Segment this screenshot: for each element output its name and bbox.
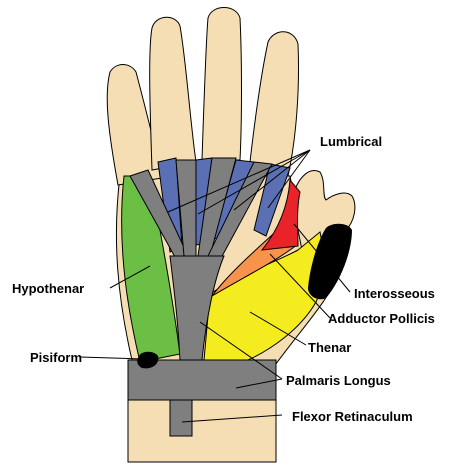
flexor-retinaculum-band bbox=[127, 359, 277, 401]
palmar-tendons bbox=[129, 157, 273, 437]
label-flexor-retinaculum: Flexor Retinaculum bbox=[292, 409, 413, 424]
label-pisiform: Pisiform bbox=[30, 350, 82, 365]
label-adductor-pollicis: Adductor Pollicis bbox=[328, 311, 435, 326]
thumb-nail bbox=[308, 223, 352, 300]
lumbrical-muscles bbox=[157, 157, 291, 253]
middle-finger bbox=[201, 7, 242, 161]
interosseous-muscle bbox=[260, 178, 301, 251]
label-lumbrical: Lumbrical bbox=[320, 134, 382, 149]
leader-lines bbox=[79, 149, 351, 423]
label-palmaris-longus: Palmaris Longus bbox=[286, 373, 391, 388]
pisiform-bone bbox=[137, 351, 159, 369]
label-thenar: Thenar bbox=[308, 340, 351, 355]
lumbrical-4 bbox=[253, 163, 291, 237]
label-hypothenar: Hypothenar bbox=[12, 281, 84, 296]
index-finger bbox=[249, 31, 300, 177]
label-interosseous: Interosseous bbox=[354, 286, 435, 301]
ring-finger bbox=[149, 16, 197, 171]
palmaris-longus-tendon bbox=[169, 397, 193, 437]
